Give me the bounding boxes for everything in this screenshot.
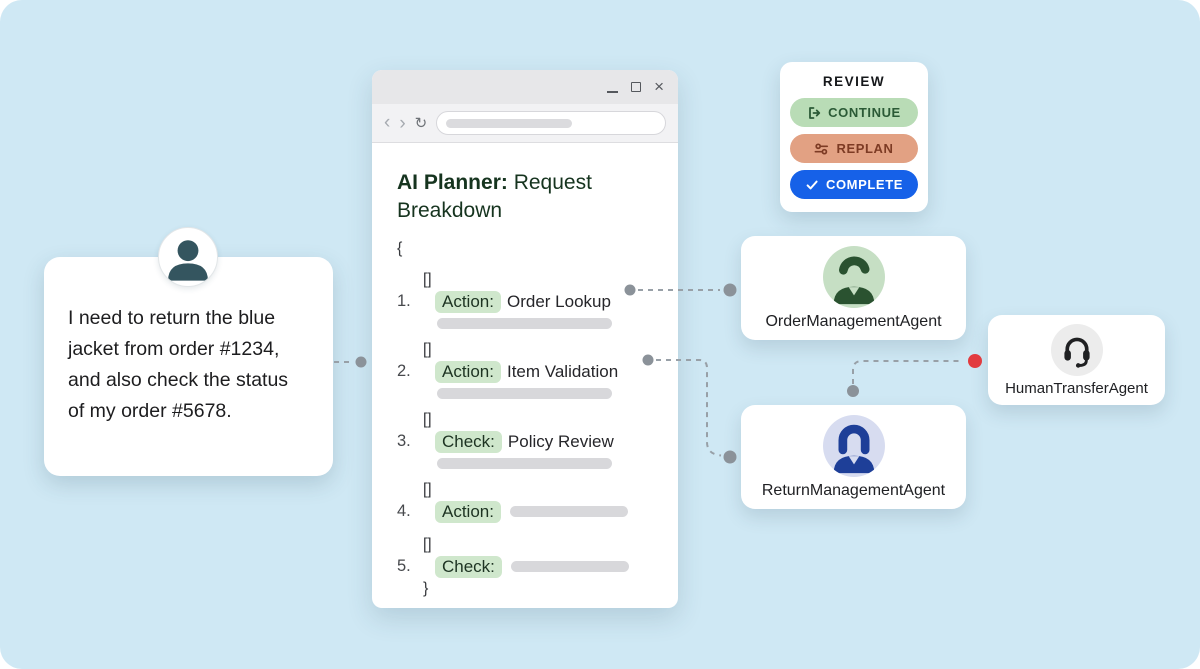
connector-red-dot: [968, 354, 982, 368]
user-message-bubble: I need to return the blue jacket from or…: [44, 257, 333, 476]
agent-avatar: [822, 246, 885, 308]
plan-step-5: [] 5. Check:: [397, 535, 653, 579]
page-title-bold: AI Planner:: [397, 171, 508, 194]
review-panel: REVIEW CONTINUE REPLAN COMPLETE: [780, 62, 928, 212]
complete-button[interactable]: COMPLETE: [790, 170, 918, 199]
step-label-chip: Action:: [435, 360, 501, 383]
step-placeholder-bar: [510, 561, 629, 572]
step-text: Item Validation: [506, 361, 619, 381]
step-placeholder-bar: [509, 506, 628, 517]
step-number: 4.: [397, 502, 411, 520]
page-title: AI Planner: Request Breakdown: [397, 169, 653, 225]
plan-step-4: [] 4. Action:: [397, 480, 653, 524]
step-label-chip: Check:: [435, 555, 502, 578]
step-placeholder-bar: [437, 388, 612, 399]
open-brace: {: [397, 240, 403, 257]
agent-name: ReturnManagementAgent: [761, 482, 946, 499]
agent-card-return-management: ReturnManagementAgent: [741, 405, 966, 509]
browser-content: AI Planner: Request Breakdown { [] 1. Ac…: [372, 143, 678, 599]
connector-return-to-human-agent: [852, 360, 962, 384]
plan-step-3: [] 3. Check: Policy Review: [397, 410, 653, 469]
connector-dot: [847, 385, 859, 397]
agent-name: HumanTransferAgent: [1005, 380, 1148, 397]
step-label-chip: Action:: [435, 290, 501, 313]
step-placeholder-bar: [437, 458, 612, 469]
minimize-icon[interactable]: [607, 90, 619, 93]
step-number: 2.: [397, 362, 411, 380]
step-number: 3.: [397, 432, 411, 450]
connector-dot: [723, 283, 737, 297]
agent-card-order-management: OrderManagementAgent: [741, 236, 966, 340]
male-person-icon: [833, 256, 874, 305]
plan-json: { [] 1. Action: Order Lookup [] 2. Actio…: [397, 239, 653, 599]
bracket: []: [423, 536, 432, 553]
step-text: Policy Review: [507, 431, 614, 451]
browser-titlebar: ×: [372, 70, 678, 104]
url-placeholder-bar: [446, 118, 573, 128]
agent-name: OrderManagementAgent: [765, 313, 942, 330]
plan-step-2: [] 2. Action: Item Validation: [397, 340, 653, 399]
female-person-icon: [833, 424, 874, 474]
connector-dot: [355, 356, 367, 368]
bracket: []: [423, 411, 432, 428]
browser-window: × ‹ › ↻ AI Planner: Request Breakdown { …: [372, 70, 678, 608]
maximize-icon[interactable]: [631, 82, 642, 92]
review-title: REVIEW: [822, 74, 886, 89]
user-avatar: [158, 227, 218, 287]
user-message-text: I need to return the blue jacket from or…: [68, 307, 289, 422]
agent-avatar: [1050, 324, 1103, 376]
continue-button[interactable]: CONTINUE: [790, 98, 918, 127]
complete-label: COMPLETE: [825, 177, 904, 192]
person-icon: [168, 240, 208, 281]
step-text: Order Lookup: [506, 291, 611, 311]
page-title-rest: Request Breakdown: [397, 171, 592, 222]
continue-label: CONTINUE: [828, 105, 901, 120]
bracket: []: [423, 481, 432, 498]
close-brace: }: [423, 580, 429, 597]
reload-icon[interactable]: ↻: [414, 114, 428, 132]
check-icon: [806, 180, 818, 189]
connector-dot: [723, 450, 737, 464]
url-bar[interactable]: [436, 111, 666, 135]
sliders-icon: [815, 142, 829, 155]
close-icon[interactable]: ×: [654, 77, 664, 96]
step-placeholder-bar: [437, 318, 612, 329]
step-number: 5.: [397, 557, 411, 575]
bracket: []: [423, 341, 432, 358]
agent-card-human-transfer: HumanTransferAgent: [988, 315, 1165, 405]
step-label-chip: Check:: [435, 430, 502, 453]
plan-step-1: [] 1. Action: Order Lookup: [397, 270, 653, 329]
replan-label: REPLAN: [836, 141, 894, 156]
browser-navbar: ‹ › ↻: [372, 104, 678, 143]
back-icon[interactable]: ‹: [384, 111, 391, 133]
forward-icon[interactable]: ›: [399, 112, 406, 134]
replan-button[interactable]: REPLAN: [790, 134, 918, 163]
step-number: 1.: [397, 292, 411, 310]
agent-avatar: [822, 415, 885, 477]
continue-arrow-icon: [809, 106, 821, 119]
headset-icon: [1063, 337, 1090, 368]
step-label-chip: Action:: [435, 500, 501, 523]
bracket: []: [423, 271, 432, 288]
